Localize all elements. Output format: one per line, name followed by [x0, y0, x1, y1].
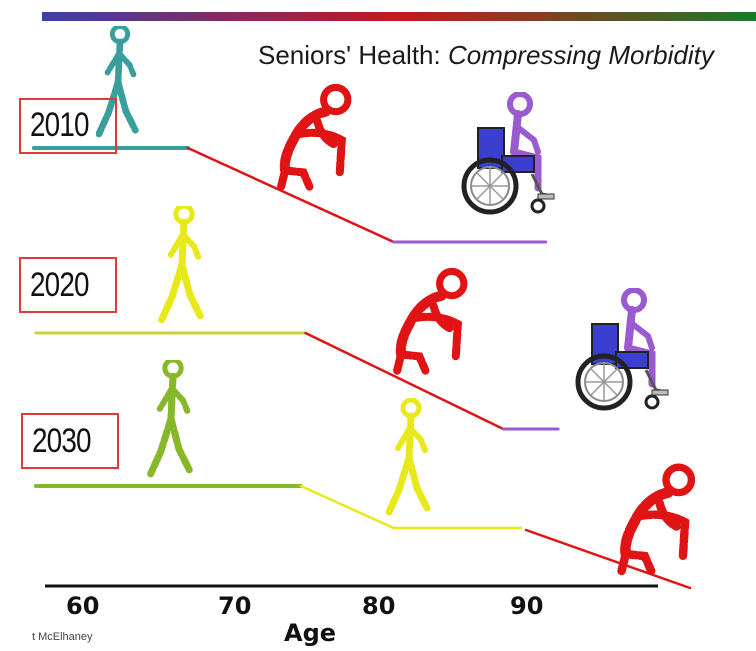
decline-line-2010 [186, 146, 395, 244]
wheelchair-figure-2020 [578, 290, 668, 408]
tick-label-90: 90 [510, 592, 544, 620]
gradient-banner [42, 12, 756, 21]
diagram-title: Seniors' Health: Compressing Morbidity [258, 40, 714, 71]
year-box-2030 [21, 413, 119, 469]
axis-title: Age [284, 619, 337, 647]
year-label-2020: 2020 [30, 266, 90, 304]
tick-label-70: 70 [218, 592, 252, 620]
year-label-2030: 2030 [32, 422, 92, 460]
bent-elderly-figure-2030 [622, 467, 692, 571]
tick-label-80: 80 [362, 592, 396, 620]
year-label-2010: 2010 [30, 106, 90, 144]
walking-figure-2030 [151, 360, 190, 474]
year-box-2010 [19, 98, 117, 154]
walking-figure-2030-older [389, 400, 427, 512]
decline-line-2030 [524, 528, 692, 590]
title-italic: Compressing Morbidity [447, 40, 714, 70]
title-plain: Seniors' Health: [258, 40, 448, 70]
credit-text: t McElhaney [32, 631, 93, 643]
decline-line-2020 [304, 331, 505, 431]
bent-elderly-figure-2010 [281, 87, 348, 186]
walking-figure-2020 [162, 206, 201, 320]
year-box-2020 [19, 257, 117, 313]
tick-label-60: 60 [66, 592, 100, 620]
wheelchair-figure-2010 [464, 94, 554, 212]
bent-elderly-figure-2020 [397, 271, 464, 370]
aging-line-2030 [299, 484, 395, 530]
